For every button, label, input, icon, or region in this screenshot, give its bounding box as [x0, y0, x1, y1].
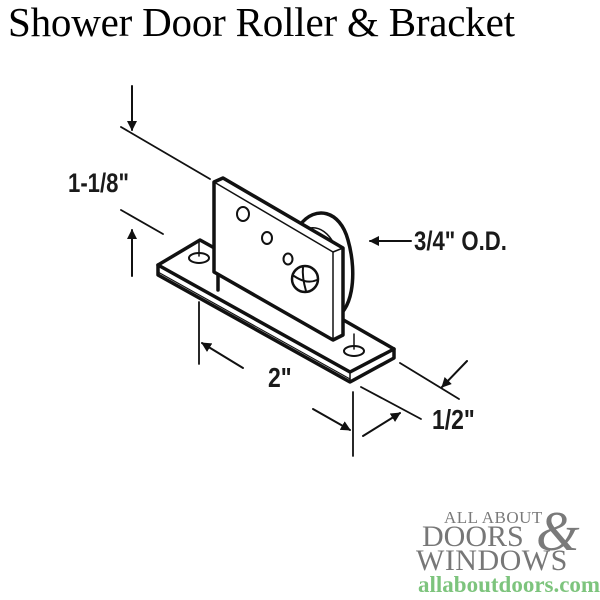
length-dimension-label: 2": [268, 362, 292, 393]
height-dimension-label: 1-1/8": [68, 168, 129, 198]
logo-all-about: ALL ABOUT: [444, 508, 543, 527]
logo-url: allaboutdoors.com: [418, 572, 600, 597]
brand-logo: ALL ABOUT DOORS & WINDOWS allaboutdoors.…: [414, 501, 600, 600]
logo-windows: WINDOWS: [416, 544, 568, 577]
width-dimension-label: 1/2": [432, 404, 475, 435]
logo-ampersand: &: [536, 501, 580, 563]
product-title: Shower Door Roller & Bracket: [8, 0, 515, 45]
logo-doors: DOORS: [422, 520, 524, 553]
roller-diameter-label: 3/4" O.D.: [414, 226, 507, 256]
